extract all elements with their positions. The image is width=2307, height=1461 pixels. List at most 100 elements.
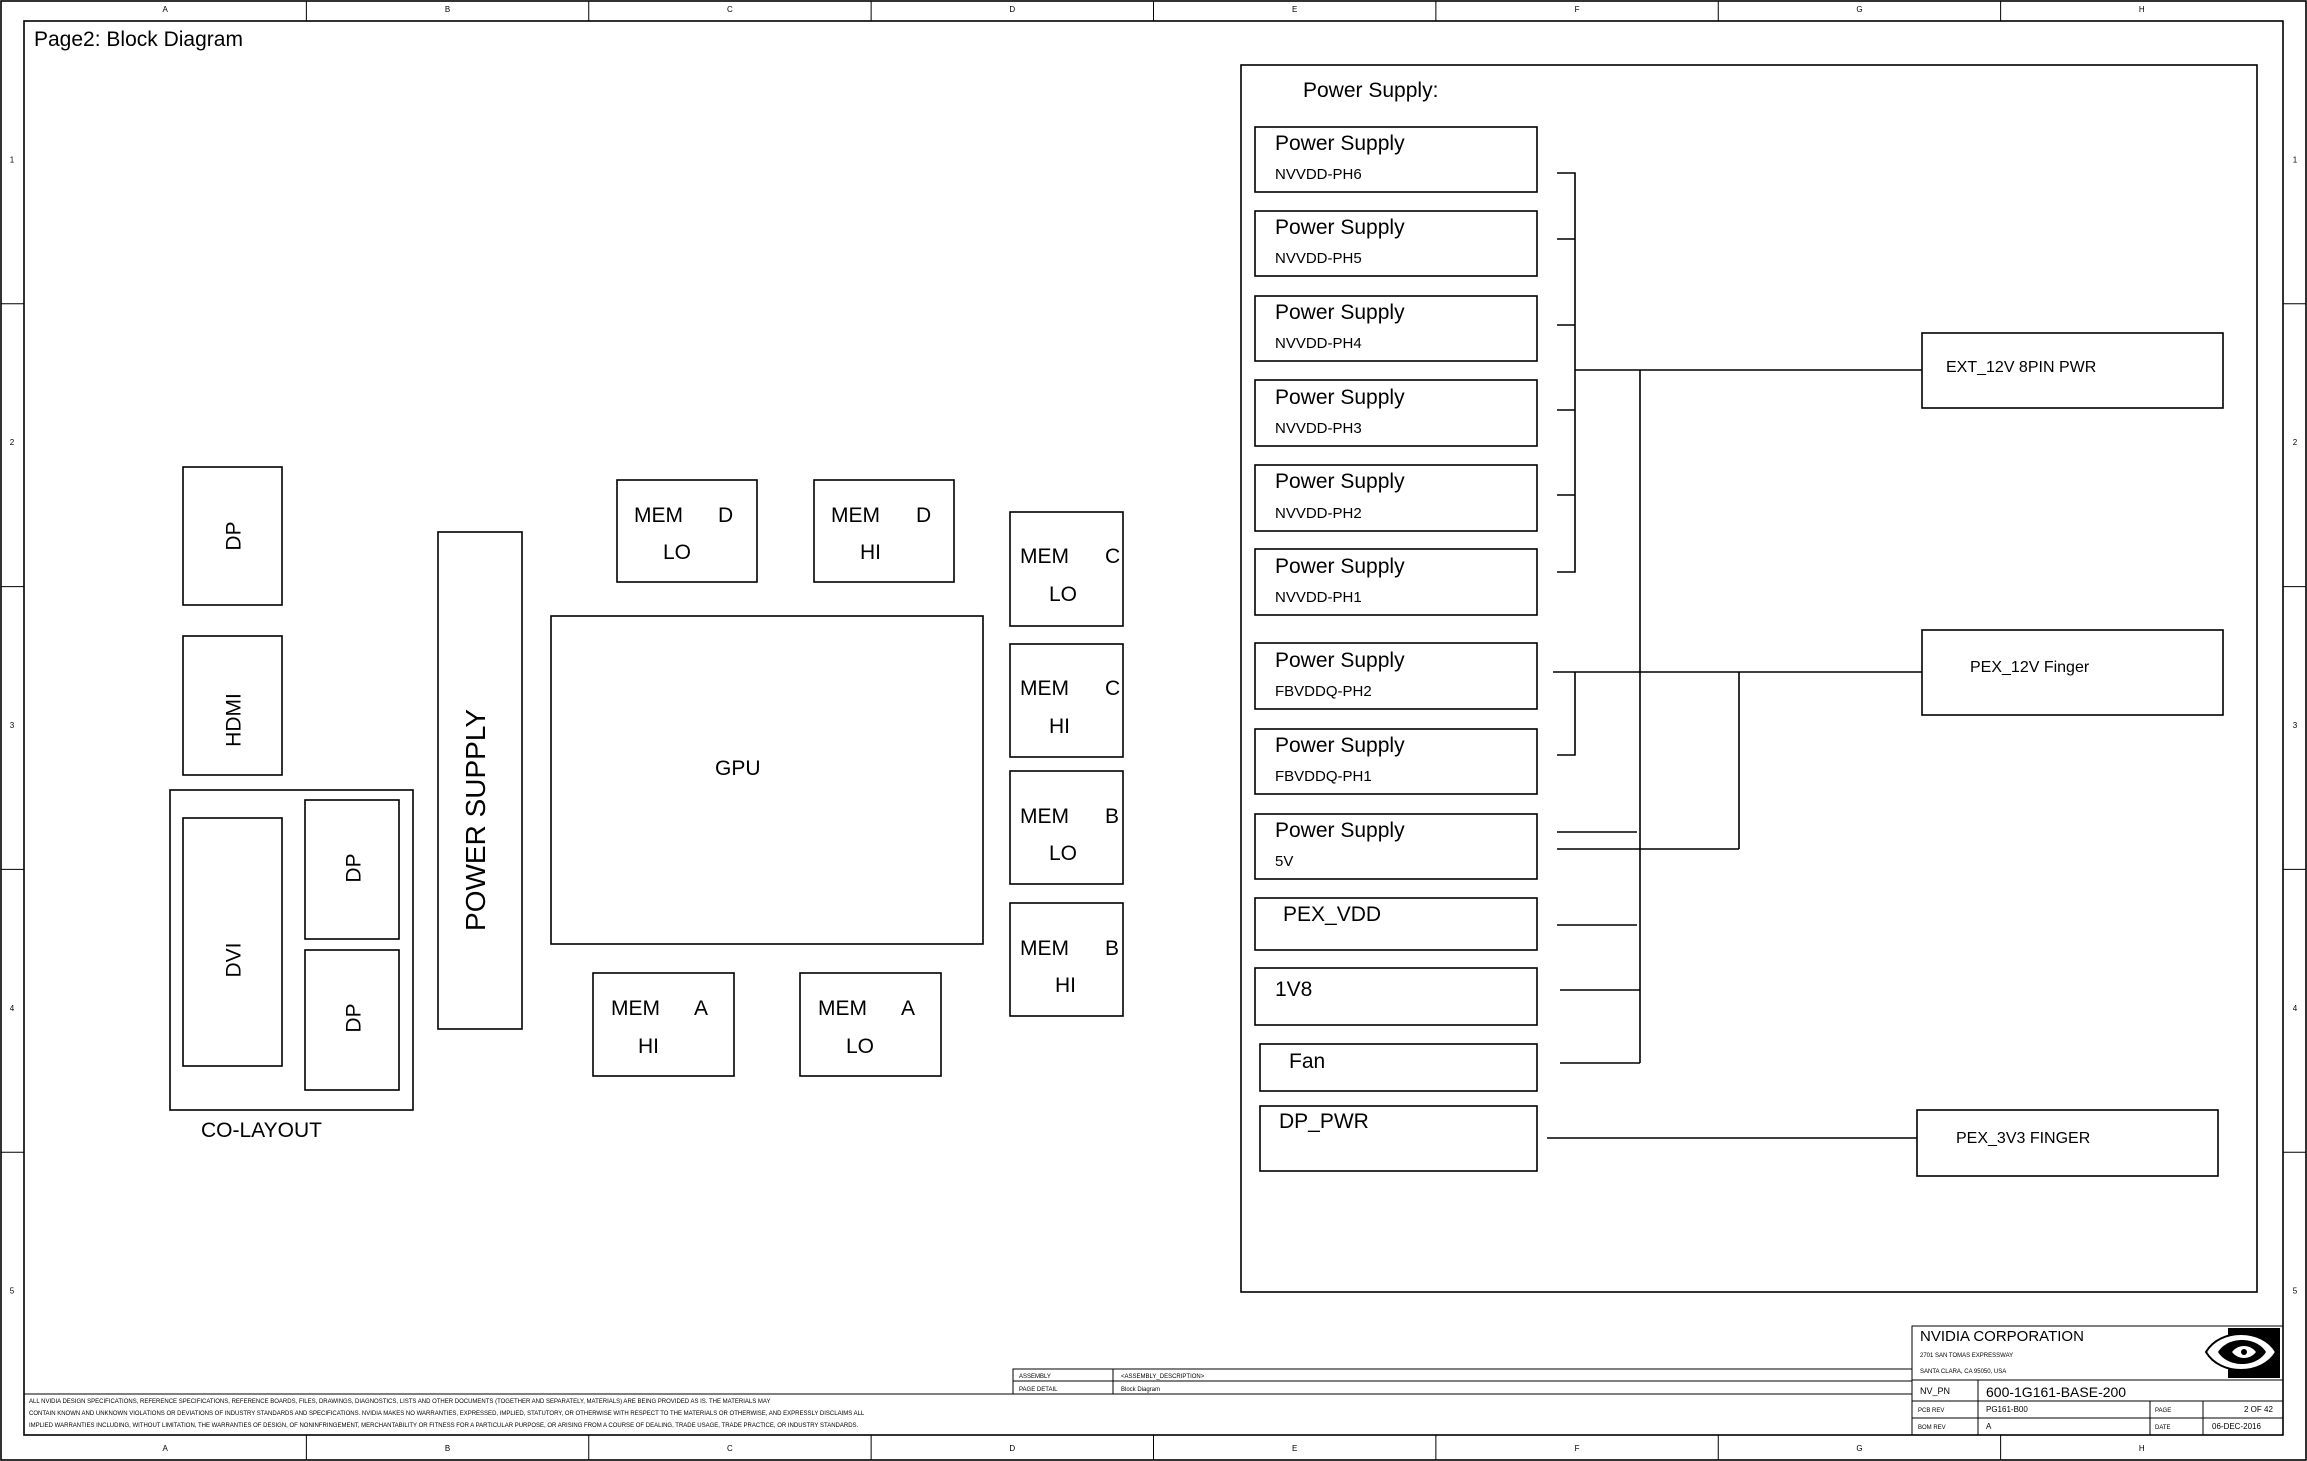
mem-channel: B (1105, 805, 1119, 828)
bom-rev-label: BOM REV (1918, 1425, 1946, 1431)
rail-title: PEX_VDD (1283, 903, 1381, 926)
mem-half: HI (860, 541, 881, 564)
row-marker-left: 3 (10, 721, 15, 730)
nvidia-logo-icon (2204, 1328, 2280, 1378)
mem-half: HI (638, 1035, 659, 1058)
mem-b-hi (1009, 902, 1124, 1017)
rail-nvvdd-ph5 (1254, 210, 1538, 277)
mem-channel: A (901, 997, 915, 1020)
power-supply-block-label: POWER SUPPLY (460, 709, 491, 931)
dvi-label: DVI (223, 942, 246, 977)
power-supply-panel: Power Supply: Power Supply NVVDD-PH6 Pow… (1240, 64, 2258, 1293)
row-marker-left: 4 (10, 1004, 15, 1013)
mem-label: MEM (1020, 545, 1069, 568)
power-panel-title: Power Supply: (1303, 79, 1438, 102)
disclaimer-line: CONTAIN KNOWN AND UNKNOWN VIOLATIONS OR … (29, 1411, 865, 1417)
rail-title: Fan (1289, 1050, 1325, 1073)
power-supply-block (437, 531, 523, 1030)
mem-half: LO (1049, 842, 1077, 865)
row-marker-left: 5 (10, 1287, 15, 1296)
mem-label: MEM (831, 504, 880, 527)
company-city: SANTA CLARA, CA 95050, USA (1920, 1369, 2006, 1375)
rail-fbvddq-ph1 (1254, 728, 1538, 795)
rail-sub: NVVDD-PH6 (1275, 166, 1362, 183)
column-marker-bottom: D (1009, 1444, 1015, 1453)
dp-connector-top (182, 466, 283, 606)
row-marker-right: 1 (2293, 155, 2298, 164)
power-wiring (1547, 172, 1922, 1139)
source-ext-label: EXT_12V 8PIN PWR (1946, 359, 2096, 376)
column-marker-top: C (727, 5, 733, 14)
rail-sub: NVVDD-PH3 (1275, 420, 1362, 437)
mem-half: HI (1049, 715, 1070, 738)
dp-mid-label: DP (343, 853, 366, 882)
mem-channel: B (1105, 937, 1119, 960)
rail-dp-pwr (1259, 1105, 1538, 1172)
rail-sub: NVVDD-PH1 (1275, 589, 1362, 606)
mem-label: MEM (1020, 805, 1069, 828)
mem-channel: D (916, 504, 931, 527)
column-marker-top: D (1009, 5, 1015, 14)
column-marker-top: B (445, 5, 450, 14)
rail-sub: FBVDDQ-PH2 (1275, 683, 1372, 700)
row-marker-left: 1 (10, 155, 15, 164)
column-marker-bottom: E (1292, 1444, 1297, 1453)
gpu-label: GPU (715, 757, 761, 780)
rail-title: Power Supply (1275, 132, 1405, 155)
rail-fan (1259, 1043, 1538, 1092)
mem-c-lo (1009, 511, 1124, 627)
mem-half: LO (1049, 583, 1077, 606)
nvpn-value: 600-1G161-BASE-200 (1986, 1384, 2126, 1400)
row-marker-left: 2 (10, 438, 15, 447)
title-block: ALL NVIDIA DESIGN SPECIFICATIONS, REFERE… (24, 1325, 2284, 1436)
rail-nvvdd-ph3 (1254, 379, 1538, 447)
mem-d-lo (616, 479, 758, 583)
rail-title: 1V8 (1275, 978, 1312, 1001)
mem-c-hi (1009, 643, 1124, 758)
date-value: 06-DEC-2016 (2212, 1422, 2261, 1431)
source-pex-12v-finger (1921, 629, 2224, 716)
mem-label: MEM (634, 504, 683, 527)
rail-title: Power Supply (1275, 555, 1405, 578)
mem-label: MEM (1020, 677, 1069, 700)
pcb-rev-label: PCB REV (1918, 1408, 1944, 1414)
assembly-label: ASSEMBLY (1019, 1374, 1051, 1380)
gpu-block (550, 615, 984, 945)
mem-channel: A (694, 997, 708, 1020)
row-marker-right: 2 (2293, 438, 2298, 447)
column-marker-bottom: B (445, 1444, 450, 1453)
rail-nvvdd-ph4 (1254, 295, 1538, 362)
page-value: 2 OF 42 (2244, 1405, 2273, 1414)
mem-half: LO (663, 541, 691, 564)
page-detail-value: Block Diagram (1121, 1387, 1160, 1393)
rail-nvvdd-ph2 (1254, 464, 1538, 532)
page-title: Page2: Block Diagram (34, 28, 243, 51)
dvi-connector (182, 817, 283, 1067)
date-label: DATE (2155, 1425, 2171, 1431)
rail-title: Power Supply (1275, 819, 1405, 842)
column-marker-bottom: C (727, 1444, 733, 1453)
rail-title: Power Supply (1275, 470, 1405, 493)
row-marker-right: 5 (2293, 1287, 2298, 1296)
mem-channel: C (1105, 545, 1120, 568)
disclaimer-line: IMPLIED WARRANTIES INCLUDING, WITHOUT LI… (29, 1423, 859, 1429)
co-layout-label: CO-LAYOUT (201, 1119, 322, 1142)
source-pex-3v3-finger (1916, 1109, 2219, 1177)
rail-sub: NVVDD-PH5 (1275, 250, 1362, 267)
assembly-value: <ASSEMBLY_DESCRIPTION> (1121, 1374, 1205, 1380)
column-marker-top: G (1856, 5, 1862, 14)
mem-a-lo (799, 972, 942, 1077)
mem-half: LO (846, 1035, 874, 1058)
rail-fbvddq-ph2 (1254, 642, 1538, 710)
rail-pex-vdd (1254, 897, 1538, 951)
rail-1v8 (1254, 967, 1538, 1026)
mem-a-hi (592, 972, 735, 1077)
mem-label: MEM (1020, 937, 1069, 960)
bom-rev-value: A (1986, 1422, 1992, 1431)
mem-d-hi (813, 479, 955, 583)
rail-title: DP_PWR (1279, 1110, 1369, 1133)
mem-b-lo (1009, 770, 1124, 885)
column-marker-top: H (2139, 5, 2145, 14)
hdmi-label: HDMI (223, 693, 246, 747)
